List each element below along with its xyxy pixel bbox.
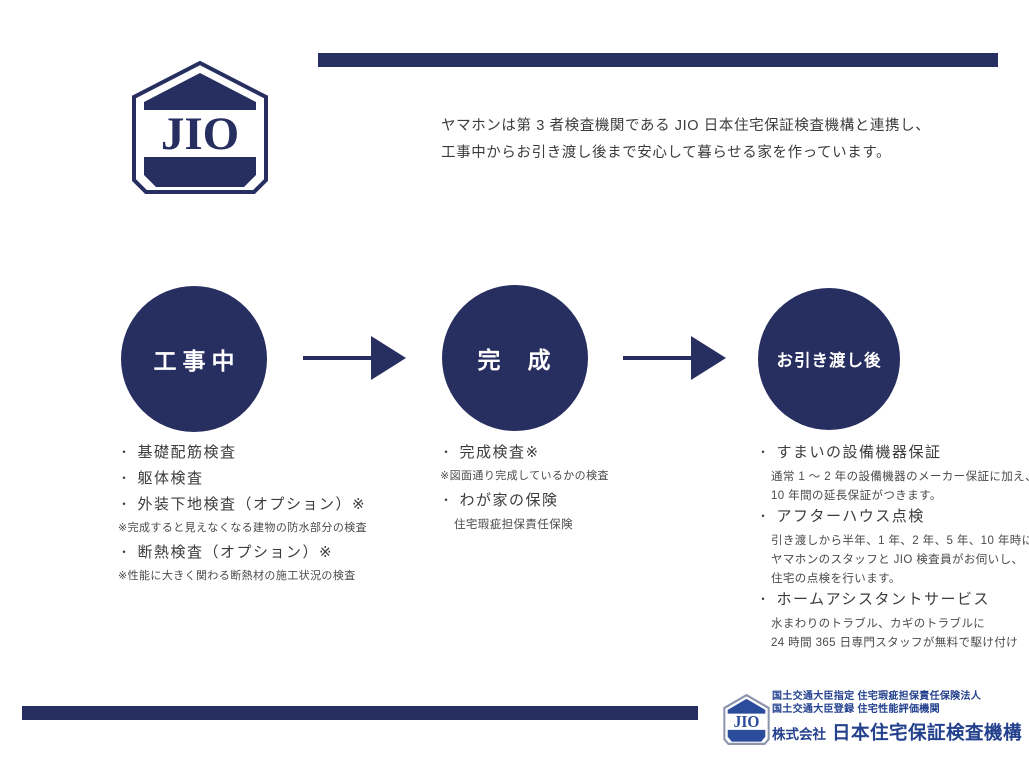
list-sub: ヤマホンのスタッフと JIO 検査員がお伺いし、 — [771, 554, 1024, 566]
list-item: ・アフターハウス点検 — [757, 506, 1029, 527]
house-base-icon — [727, 729, 766, 742]
list-item: ・基礎配筋検査 — [118, 442, 423, 463]
list-item-label: アフターハウス点検 — [776, 508, 925, 525]
list-sub: 住宅の点検を行います。 — [771, 573, 901, 585]
list-sub: 住宅瑕疵担保責任保険 — [454, 519, 573, 531]
bullet-icon: ・ — [757, 509, 771, 523]
list-note: ※図面通り完成しているかの検査 — [440, 470, 609, 482]
list-item-label: 基礎配筋検査 — [137, 444, 237, 461]
list-item-label: 躯体検査 — [137, 470, 204, 487]
phase-circle-after-handover: お引き渡し後 — [758, 288, 900, 430]
footer-organisation-block: 国土交通大臣指定 住宅瑕疵担保責任保険法人 国土交通大臣登録 住宅性能評価機関 … — [772, 690, 1022, 745]
list-item-label: ホームアシスタントサービス — [776, 591, 990, 608]
bullet-icon: ・ — [118, 445, 132, 459]
phase-label: お引き渡し後 — [776, 352, 882, 370]
bullet-icon: ・ — [118, 497, 132, 511]
phase-circle-completion: 完 成 — [442, 285, 588, 431]
company-prefix: 株式会社 — [772, 727, 826, 742]
list-item: ・わが家の保険 — [440, 490, 740, 511]
bullet-icon: ・ — [118, 471, 132, 485]
footer-designation-line-1: 国土交通大臣指定 住宅瑕疵担保責任保険法人 — [772, 691, 982, 702]
arrow-right-icon — [623, 336, 726, 380]
list-item-label: 外装下地検査（オプション）※ — [137, 496, 367, 513]
list-item: ・すまいの設備機器保証 — [757, 442, 1029, 463]
list-item: ・完成検査※ — [440, 442, 740, 463]
phase-label: 工事中 — [153, 348, 241, 374]
bullet-icon: ・ — [440, 493, 454, 507]
house-base-icon — [144, 157, 256, 187]
house-roof-icon — [144, 73, 256, 110]
bullet-icon: ・ — [757, 592, 771, 606]
top-rule-bar — [318, 53, 998, 67]
arrow-right-icon — [303, 336, 406, 380]
list-sub: 引き渡しから半年、1 年、2 年、5 年、10 年時に — [771, 535, 1029, 547]
list-sub: 10 年間の延長保証がつきます。 — [771, 490, 942, 502]
list-item: ・外装下地検査（オプション）※ — [118, 494, 423, 515]
bullet-icon: ・ — [757, 445, 771, 459]
company-name: 日本住宅保証検査機構 — [832, 722, 1023, 743]
phase-list-after-handover: ・すまいの設備機器保証通常 1 〜 2 年の設備機器のメーカー保証に加え、10 … — [757, 442, 1029, 653]
phase-list-completion: ・完成検査※※図面通り完成しているかの検査・わが家の保険住宅瑕疵担保責任保険 — [440, 442, 740, 535]
list-item-label: すまいの設備機器保証 — [776, 444, 942, 461]
list-sub: 通常 1 〜 2 年の設備機器のメーカー保証に加え、 — [771, 471, 1029, 483]
footer-designation-line-2: 国土交通大臣登録 住宅性能評価機関 — [772, 704, 940, 715]
jio-logo-text: JIO — [734, 711, 760, 731]
phase-label: 完 成 — [477, 347, 553, 373]
intro-line-2: 工事中からお引き渡し後まで安心して暮らせる家を作っています。 — [441, 145, 892, 161]
list-item: ・断熱検査（オプション）※ — [118, 542, 423, 563]
list-sub: 水まわりのトラブル、カギのトラブルに — [771, 618, 986, 630]
phase-list-under-construction: ・基礎配筋検査・躯体検査・外装下地検査（オプション）※※完成すると見えなくなる建… — [118, 442, 423, 590]
list-item-label: わが家の保険 — [459, 492, 559, 509]
house-roof-icon — [727, 698, 766, 714]
jio-house-logo-small: JIO — [723, 694, 770, 745]
list-sub: 24 時間 365 日専門スタッフが無料で駆け付け — [771, 637, 1019, 649]
footer-company-row: 株式会社 日本住宅保証検査機構 — [772, 719, 1022, 745]
jio-house-logo: JIO — [132, 60, 268, 194]
bullet-icon: ・ — [440, 445, 454, 459]
bottom-rule-bar — [22, 706, 698, 720]
list-item-label: 断熱検査（オプション）※ — [137, 544, 334, 561]
list-note: ※完成すると見えなくなる建物の防水部分の検査 — [118, 522, 368, 534]
list-item: ・躯体検査 — [118, 468, 423, 489]
bullet-icon: ・ — [118, 545, 132, 559]
intro-line-1: ヤマホンは第 3 者検査機関である JIO 日本住宅保証検査機構と連携し、 — [441, 118, 931, 134]
list-item-label: 完成検査※ — [459, 444, 540, 461]
jio-logo-text: JIO — [161, 108, 239, 160]
list-item: ・ホームアシスタントサービス — [757, 589, 1029, 610]
list-note: ※性能に大きく関わる断熱材の施工状況の検査 — [118, 570, 356, 582]
intro-paragraph: ヤマホンは第 3 者検査機関である JIO 日本住宅保証検査機構と連携し、 工事… — [441, 113, 961, 167]
phase-circle-under-construction: 工事中 — [121, 286, 267, 432]
